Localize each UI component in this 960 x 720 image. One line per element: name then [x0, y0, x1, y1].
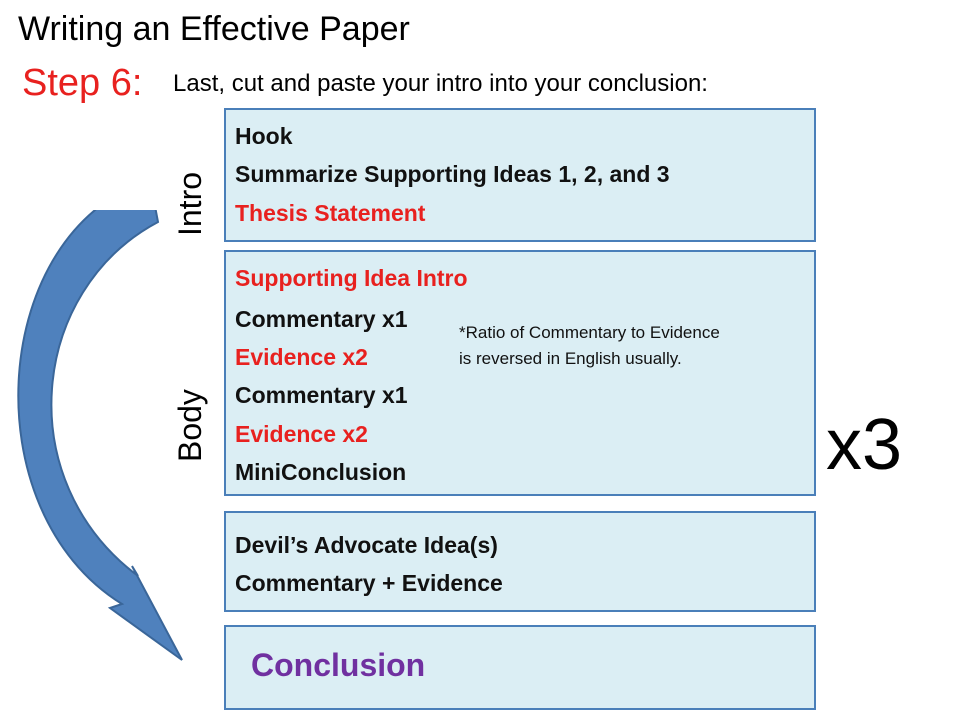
body-line-miniconclusion: MiniConclusion — [235, 459, 407, 485]
body-line-commentary-2: Commentary x1 — [235, 382, 408, 408]
devils-advocate-box: Devil’s Advocate Idea(s) Commentary + Ev… — [224, 511, 816, 612]
conclusion-label: Conclusion — [251, 647, 426, 683]
body-line-evidence-1: Evidence x2 — [235, 344, 368, 370]
devil-line-commentary: Commentary + Evidence — [235, 570, 503, 596]
intro-line-hook: Hook — [235, 123, 293, 149]
curved-arrow-icon — [17, 210, 183, 661]
devil-line-idea: Devil’s Advocate Idea(s) — [235, 532, 498, 558]
intro-line-thesis: Thesis Statement — [235, 200, 426, 226]
step-label: Step 6: — [22, 62, 143, 104]
body-line-commentary-1: Commentary x1 — [235, 306, 408, 332]
body-box: Supporting Idea Intro Commentary x1 Evid… — [224, 250, 816, 496]
ratio-note: *Ratio of Commentary to Evidence is reve… — [459, 320, 819, 372]
multiplier-label: x3 — [826, 405, 903, 485]
intro-side-label: Intro — [172, 171, 208, 236]
page-title: Writing an Effective Paper — [18, 10, 410, 48]
intro-line-summarize: Summarize Supporting Ideas 1, 2, and 3 — [235, 161, 670, 187]
body-line-evidence-2: Evidence x2 — [235, 421, 368, 447]
conclusion-box: Conclusion — [224, 625, 816, 710]
ratio-note-line-1: *Ratio of Commentary to Evidence — [459, 323, 720, 342]
ratio-note-line-2: is reversed in English usually. — [459, 349, 682, 368]
body-side-label: Body — [172, 389, 208, 462]
body-line-supporting-intro: Supporting Idea Intro — [235, 265, 468, 291]
instruction-text: Last, cut and paste your intro into your… — [173, 70, 708, 97]
intro-box: Hook Summarize Supporting Ideas 1, 2, an… — [224, 108, 816, 242]
